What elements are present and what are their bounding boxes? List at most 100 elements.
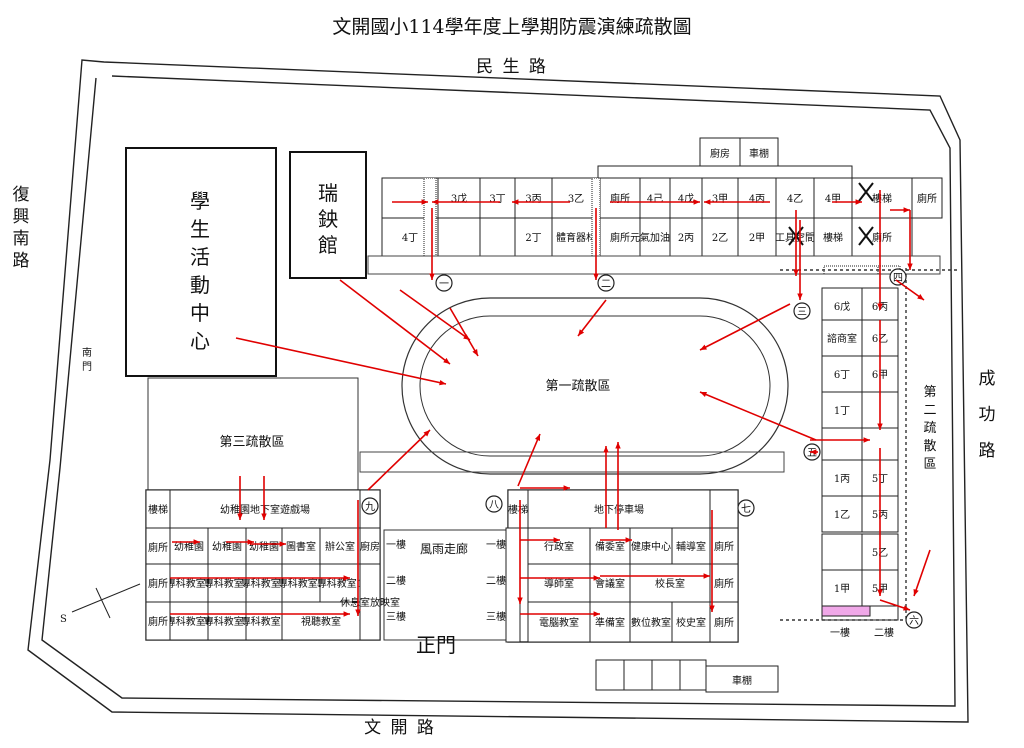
kinder-room [207, 563, 247, 603]
svg-text:區: 區 [923, 457, 936, 472]
road-south: 文 開 路 [364, 718, 436, 738]
kinder-toilet [145, 563, 171, 603]
svg-text:生: 生 [190, 217, 210, 241]
kinder-room [245, 563, 283, 603]
admin-room-label: 校長室 [655, 577, 685, 590]
north-room [737, 217, 777, 257]
student-center-label: 學 生 活 動 中 心 [190, 189, 210, 353]
north-room-label: 廁所 [917, 192, 937, 205]
admin-room-label: 數位教室 [631, 616, 671, 629]
kinder-room [169, 527, 209, 565]
kinder-kitchen-label: 廚房 [360, 540, 380, 553]
kinder-toilet [145, 601, 171, 641]
evacuation-arrow [793, 210, 799, 276]
north-room-label: 2丁 [525, 233, 541, 244]
kinder-room [245, 527, 283, 565]
track-outer [401, 297, 789, 475]
evacuation-arrow [520, 575, 600, 581]
svg-text:八: 八 [489, 500, 499, 511]
svg-text:中: 中 [190, 301, 210, 325]
road-east-char: 功 [979, 405, 998, 425]
evacuation-arrow [399, 289, 471, 341]
admin-room [527, 563, 591, 603]
evacuation-arrow [520, 537, 560, 543]
road-north: 民 生 路 [476, 57, 548, 77]
east-room-label: 1丙 [834, 474, 850, 485]
kinder-playground-label: 幼稚園地下室遊戲場 [220, 503, 310, 516]
admin-room-label: 準備室 [595, 616, 625, 629]
zone-first: 第一疏散區 [545, 379, 610, 394]
rain-corridor-label: 風雨走廊 [420, 541, 468, 556]
svg-text:館: 館 [318, 233, 338, 257]
admin-room-label: 輔導室 [676, 540, 706, 553]
carport-label: 車棚 [749, 147, 769, 160]
evacuation-arrow [593, 208, 599, 280]
exit-marker: 一 [435, 274, 453, 292]
east-room [821, 459, 863, 497]
kinder-room [245, 601, 283, 641]
kinder-room-label: 專科教室2 [278, 577, 324, 590]
kinder-rest-room-label: 休息室放映室 [340, 596, 400, 609]
north-room-label: 廁所 [610, 231, 630, 244]
south-gate-label: 門 [82, 361, 92, 373]
evacuation-arrow [810, 449, 818, 455]
north-room-label: 2甲 [749, 233, 765, 244]
kinder-toilet-label: 廁所 [148, 615, 168, 628]
evacuation-arrow [235, 337, 447, 386]
road-west-char: 復 [13, 185, 32, 205]
evacuation-arrow [520, 485, 570, 491]
east-room-label: 1乙 [834, 509, 850, 521]
north-room [514, 217, 553, 257]
kinder-room-label: 圖書室 [286, 540, 316, 553]
admin-parking-label: 地下停車場 [594, 503, 644, 516]
admin-room-label: 備委室 [595, 540, 625, 553]
south-walkway [359, 451, 785, 473]
evacuation-arrow [600, 537, 632, 543]
east-floor-1: 一樓 [830, 626, 850, 639]
admin-room [527, 527, 591, 565]
south-gatehouse [595, 659, 707, 691]
evacuation-arrow [261, 476, 267, 520]
track-inner [419, 315, 771, 457]
north-room-label: 3乙 [568, 193, 584, 205]
svg-text:五: 五 [807, 448, 817, 459]
evacuation-arrow [699, 391, 817, 441]
kinder-rest-room [359, 563, 381, 641]
kinder-floor: 三樓 [386, 610, 406, 623]
admin-parking [527, 489, 711, 529]
admin-room [589, 563, 631, 603]
campus-wall [27, 59, 969, 723]
east-classroom-wing: 6戊6丙諮商室6乙6丁6甲1丁1丙5丁1乙5丙5乙1甲5甲一樓二樓 [780, 268, 960, 639]
admin-toilet-label: 廁所 [714, 616, 734, 629]
east-room [821, 533, 863, 571]
east-room [821, 319, 863, 357]
kinder-toilet [145, 527, 171, 567]
compass: S [60, 583, 141, 625]
zone-second: 第 二 疏 散 區 [923, 385, 936, 472]
evacuation-arrow [832, 199, 862, 205]
north-room [911, 177, 943, 219]
evacuation-arrow [877, 320, 883, 430]
kinder-room-label: 專科教室5 [166, 577, 212, 590]
north-room [813, 177, 853, 219]
east-stair-pink [821, 605, 871, 617]
east-room-label: 諮商室 [827, 332, 857, 345]
north-room-label: 3戊 [451, 193, 467, 205]
evacuation-arrow [577, 299, 607, 337]
svg-text:瑞: 瑞 [318, 181, 338, 205]
north-room-label: 體育器材 [556, 231, 596, 244]
kinder-floor: 一樓 [386, 538, 406, 551]
admin-stair-label: 樓梯 [508, 503, 528, 516]
evacuation-arrow [890, 207, 910, 213]
north-room-label: 4丙 [749, 194, 765, 205]
exit-marker: 二 [597, 274, 615, 292]
svg-text:九: 九 [365, 501, 375, 513]
svg-text:六: 六 [909, 615, 919, 627]
east-room-label: 1甲 [834, 584, 850, 595]
zone-third: 第三疏散區 [219, 435, 284, 450]
north-room [639, 177, 671, 219]
exit-marker: 九 [361, 497, 379, 515]
admin-floor: 二樓 [486, 574, 506, 587]
exit-marker: 八 [485, 495, 503, 513]
